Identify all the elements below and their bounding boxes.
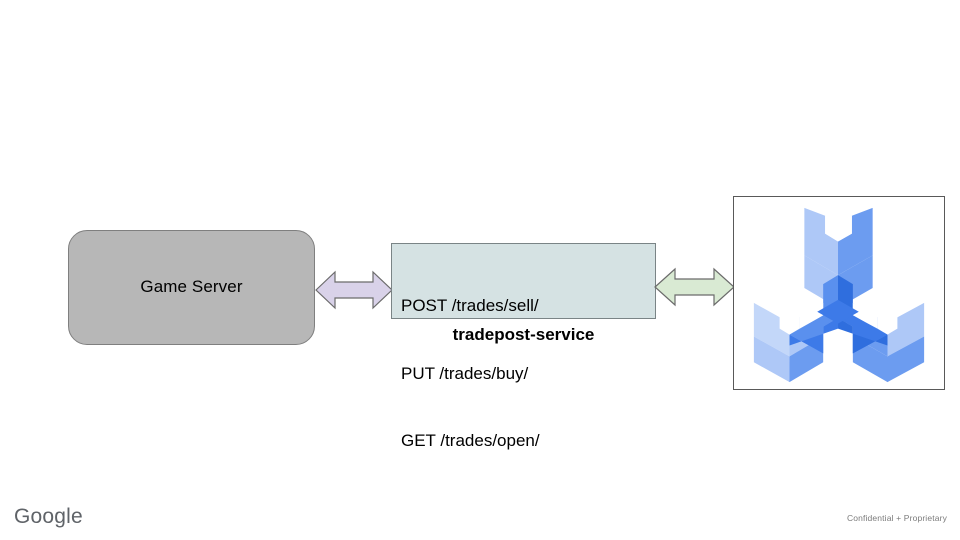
node-tradepost-service[interactable]: POST /trades/sell/ PUT /trades/buy/ GET … bbox=[391, 243, 656, 450]
endpoint-item: POST /trades/sell/ bbox=[401, 296, 539, 315]
endpoint-item: PUT /trades/buy/ bbox=[401, 363, 529, 383]
connector-gameserver-to-service[interactable] bbox=[315, 268, 393, 312]
footer-confidentiality-note: Confidential + Proprietary bbox=[846, 513, 947, 523]
connector-service-to-agones[interactable] bbox=[654, 266, 735, 308]
footer-google-wordmark: Google bbox=[14, 505, 83, 528]
agones-logo-icon bbox=[753, 207, 925, 383]
node-tradepost-service-caption: tradepost-service bbox=[452, 325, 595, 344]
node-agones-logo-panel[interactable] bbox=[733, 196, 945, 390]
endpoint-list: POST /trades/sell/ PUT /trades/buy/ GET … bbox=[401, 250, 655, 498]
endpoint-item: GET /trades/open/ bbox=[401, 431, 540, 450]
node-game-server[interactable]: Game Server bbox=[68, 230, 315, 345]
node-game-server-label: Game Server bbox=[140, 277, 243, 297]
